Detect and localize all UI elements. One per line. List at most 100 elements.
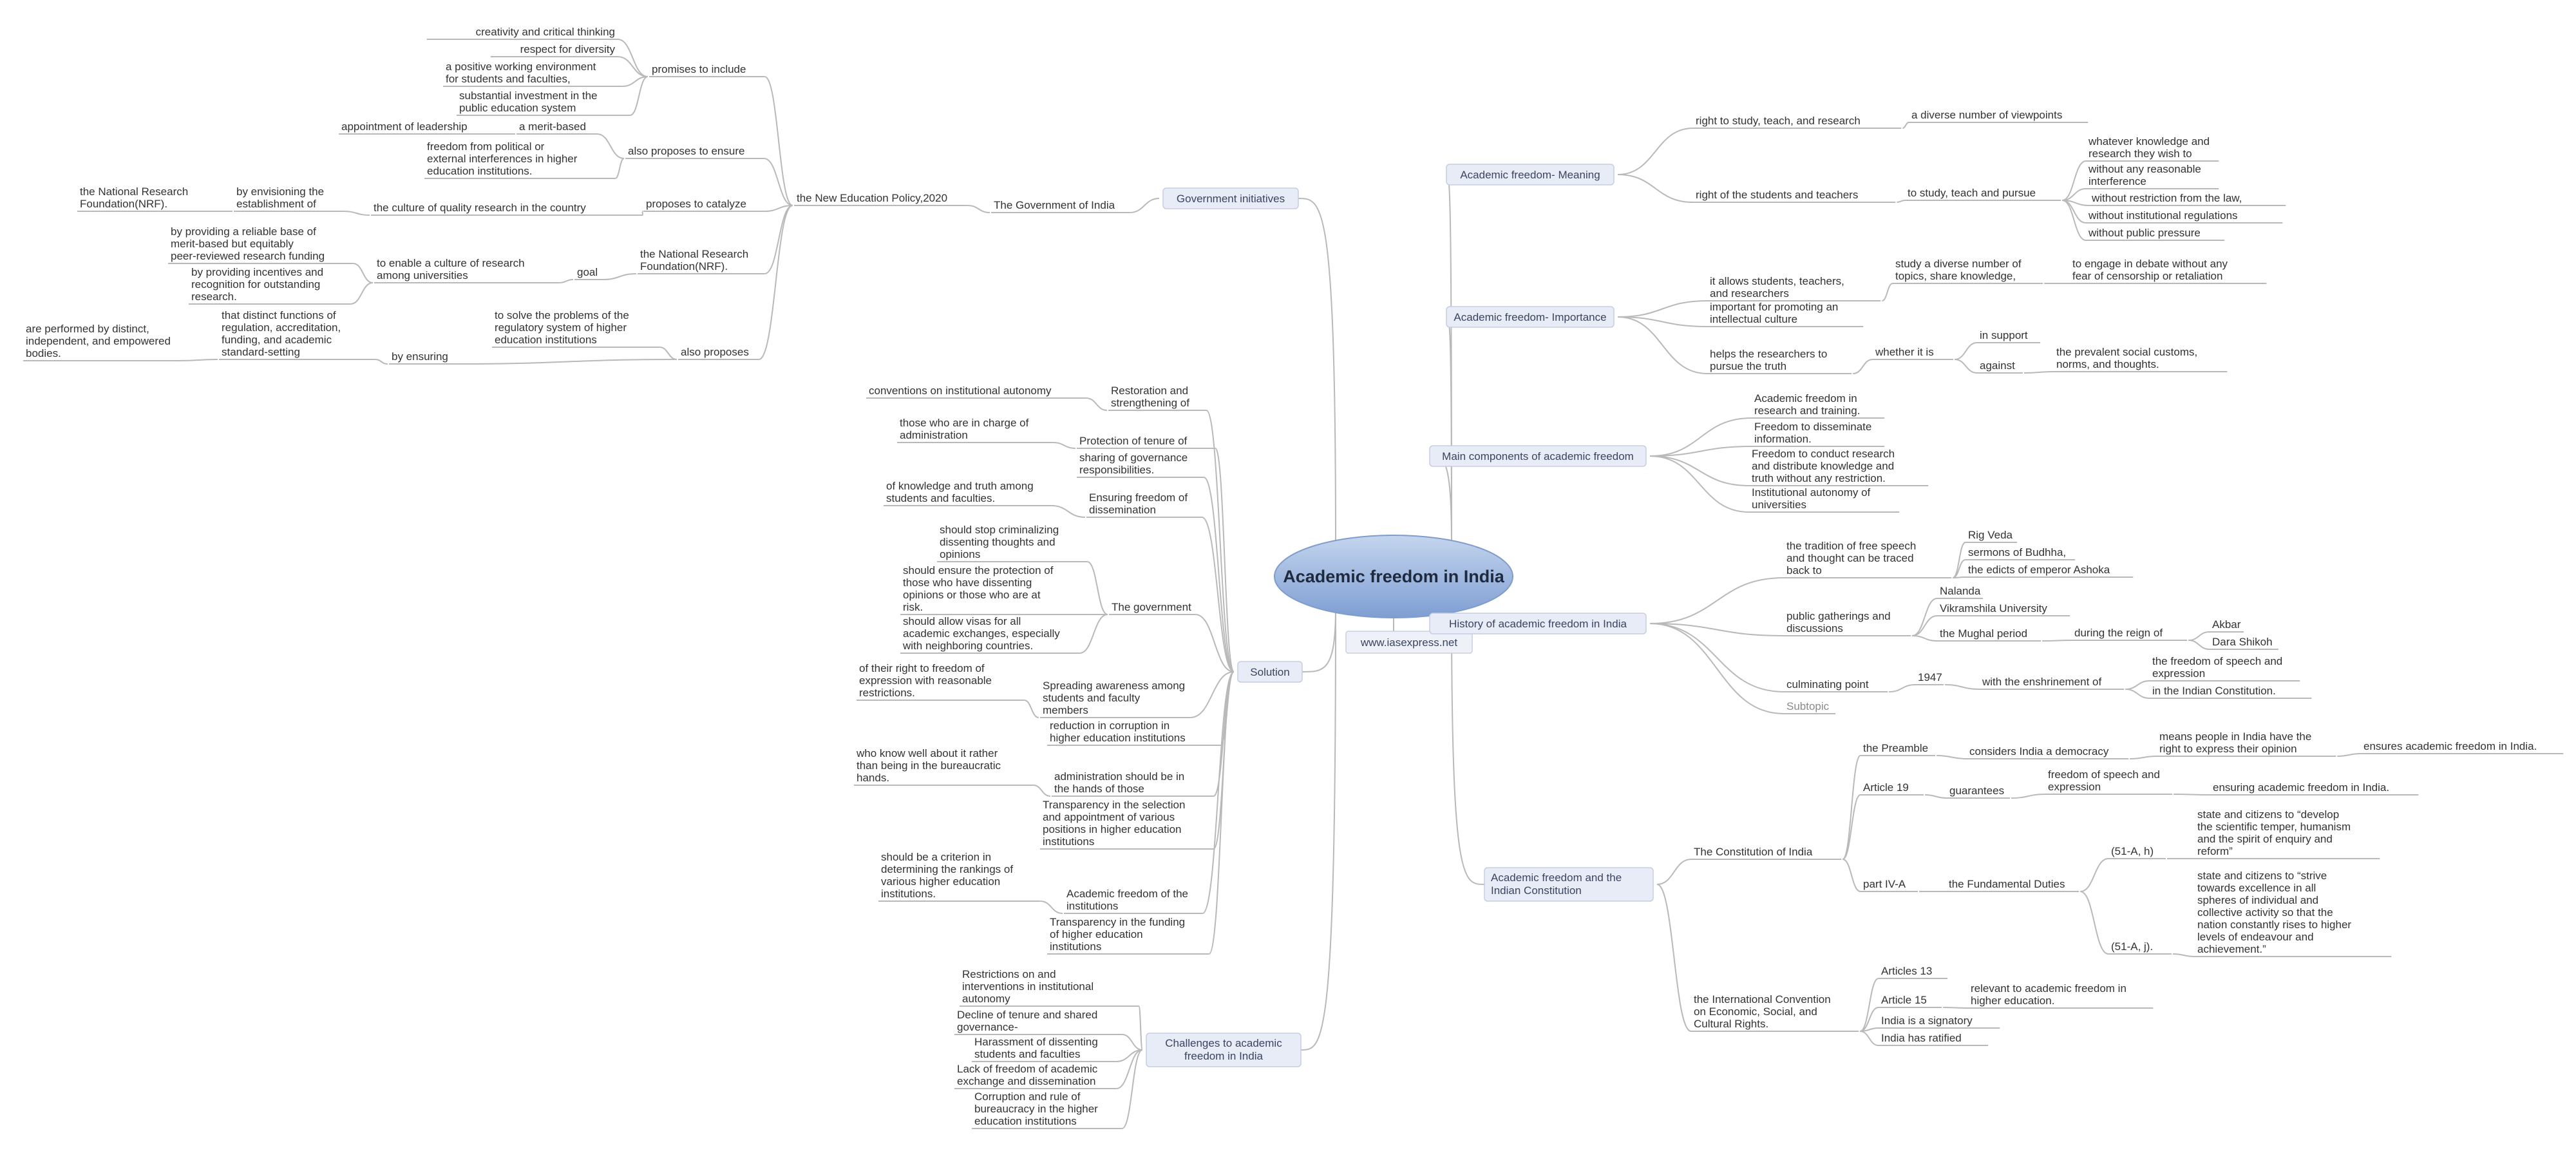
topic-label-m5a3[interactable]: part IV-A: [1863, 878, 1906, 890]
topic-label-g2[interactable]: the New Education Policy,2020: [797, 192, 947, 204]
main-topic-box-m1[interactable]: [1446, 164, 1615, 186]
topic-label-m1b1e[interactable]: without public pressure: [2088, 227, 2201, 239]
topic-label-m2a[interactable]: it allows students, teachers,and researc…: [1710, 275, 1844, 300]
topic-label-m1a[interactable]: right to study, teach, and research: [1696, 115, 1861, 127]
topic-label-m5b3[interactable]: India is a signatory: [1881, 1015, 1973, 1027]
central-topic-bubble[interactable]: [1274, 535, 1513, 618]
topic-label-g4a1[interactable]: appointment of leadership: [341, 120, 468, 133]
topic-label-m5a[interactable]: The Constitution of India: [1694, 846, 1813, 858]
topic-label-m4b3a2[interactable]: Dara Shikoh: [2212, 636, 2273, 648]
topic-label-g5a[interactable]: the culture of quality research in the c…: [374, 202, 586, 214]
topic-label-s5[interactable]: The government: [1112, 601, 1191, 613]
topic-label-g4a[interactable]: a merit-based: [519, 120, 586, 133]
topic-label-m4a2[interactable]: sermons of Budhha,: [1968, 546, 2066, 558]
main-topic-box-m5[interactable]: [1484, 867, 1654, 902]
topic-label-m2c1a[interactable]: in support: [1980, 329, 2028, 341]
topic-label-g3a[interactable]: creativity and critical thinking: [476, 26, 615, 38]
topic-label-m4a1[interactable]: Rig Veda: [1968, 529, 2013, 541]
topic-label-m2c1b[interactable]: against: [1980, 359, 2015, 372]
topic-label-m5b1[interactable]: Articles 13: [1881, 965, 1932, 977]
topic-label-m1b1d[interactable]: without institutional regulations: [2088, 209, 2238, 222]
topic-label-m5a3a[interactable]: the Fundamental Duties: [1949, 878, 2065, 890]
topic-label-g4[interactable]: also proposes to ensure: [628, 145, 744, 157]
topic-label-g5[interactable]: proposes to catalyze: [646, 198, 746, 210]
topic-label-m5a2a[interactable]: guarantees: [1949, 785, 2004, 797]
topic-label-m2c1[interactable]: whether it is: [1875, 346, 1934, 358]
topic-label-g1[interactable]: The Government of India: [994, 199, 1115, 211]
topic-label-m4b3[interactable]: the Mughal period: [1940, 627, 2027, 640]
topic-label-m4d[interactable]: Subtopic: [1786, 700, 1830, 712]
topic-label-m5a1a[interactable]: considers India a democracy: [1969, 745, 2109, 758]
topic-label-m5b2[interactable]: Article 15: [1881, 994, 1927, 1006]
topic-label-m5a1[interactable]: the Preamble: [1863, 742, 1928, 754]
topic-label-m5a1a1a[interactable]: ensures academic freedom in India.: [2363, 740, 2537, 752]
topic-label-m4c1a2[interactable]: in the Indian Constitution.: [2152, 685, 2276, 697]
topic-label-m4b3a[interactable]: during the reign of: [2074, 627, 2163, 639]
topic-label-m1b1c[interactable]: without restriction from the law,: [2091, 192, 2242, 204]
topic-label-m4a3[interactable]: the edicts of emperor Ashoka: [1968, 564, 2110, 576]
topic-label-s2[interactable]: Protection of tenure of: [1079, 435, 1188, 447]
topic-label-g3[interactable]: promises to include: [652, 63, 746, 75]
topic-label-m5a3a1[interactable]: (51-A, h): [2111, 845, 2154, 857]
topic-label-g7b1a[interactable]: are performed by distinct,independent, a…: [26, 323, 171, 359]
main-topic-box-c[interactable]: [1146, 1033, 1302, 1067]
topic-label-g6a[interactable]: goal: [577, 266, 598, 278]
topic-label-g7b[interactable]: by ensuring: [392, 350, 448, 363]
main-topic-box-s[interactable]: [1237, 661, 1303, 683]
topic-label-m5b4[interactable]: India has ratified: [1881, 1032, 1962, 1044]
topic-label-m4b1[interactable]: Nalanda: [1940, 585, 1981, 597]
topic-label-m5a2a1a[interactable]: ensuring academic freedom in India.: [2213, 781, 2389, 794]
topic-label-m4c1a[interactable]: with the enshrinement of: [1982, 676, 2101, 688]
topic-label-m4c1[interactable]: 1947: [1918, 671, 1942, 683]
topic-label-m2c1b1[interactable]: the prevalent social customs,norms, and …: [2056, 346, 2197, 370]
topic-label-m1b1[interactable]: to study, teach and pursue: [1908, 187, 2036, 199]
topic-label-m4c[interactable]: culminating point: [1786, 678, 1869, 691]
main-topic-box-g[interactable]: [1162, 187, 1299, 209]
topic-label-m5a2[interactable]: Article 19: [1863, 781, 1909, 794]
main-topic-box-m2[interactable]: [1446, 306, 1615, 328]
